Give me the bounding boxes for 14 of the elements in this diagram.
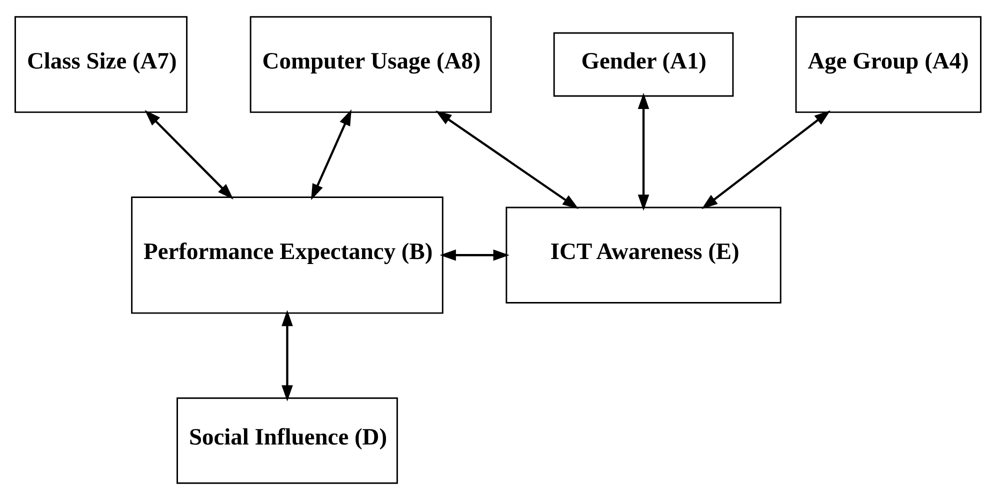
- arrow: [144, 110, 233, 200]
- node-box: Computer Usage (A8): [249, 16, 492, 113]
- arrow: [310, 109, 351, 200]
- node-box: Social Influence (D): [176, 397, 398, 484]
- node-box: ICT Awareness (E): [505, 206, 781, 304]
- node-box: Age Group (A4): [794, 16, 981, 113]
- arrow: [434, 110, 578, 210]
- arrow: [701, 110, 830, 210]
- arrow: [281, 310, 292, 402]
- node-box: Class Size (A7): [14, 16, 188, 113]
- node-box: Gender (A1): [552, 32, 734, 97]
- arrow: [637, 92, 649, 211]
- node-box: Performance Expectancy (B): [130, 196, 443, 314]
- arrow: [439, 249, 509, 261]
